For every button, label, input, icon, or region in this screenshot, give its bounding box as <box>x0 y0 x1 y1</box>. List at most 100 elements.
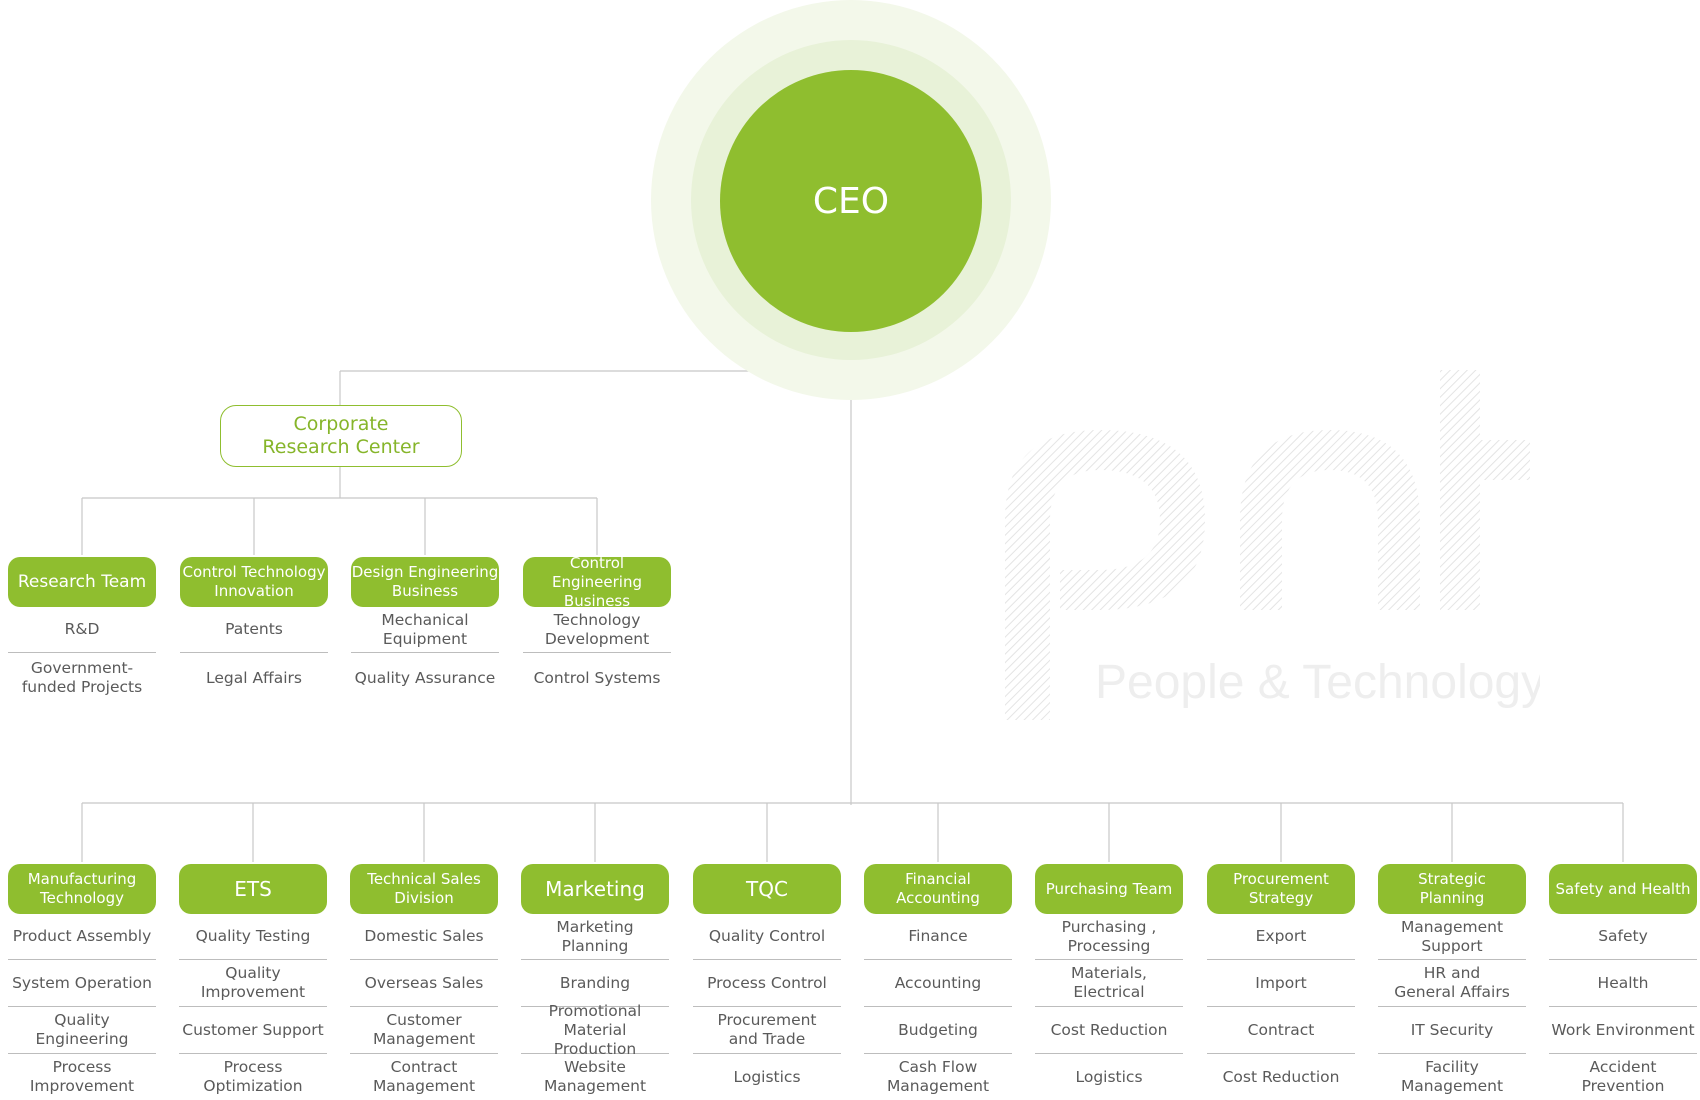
dept-item: Work Environment <box>1549 1007 1697 1054</box>
item-text: Procurement and Trade <box>717 1011 817 1048</box>
dept-header: Financial Accounting <box>864 864 1012 914</box>
item-text: Safety <box>1598 927 1648 945</box>
dept-item: Quality Control <box>693 914 841 960</box>
research-center-label: Corporate Research Center <box>262 413 420 458</box>
dept-item: Health <box>1549 960 1697 1007</box>
item-text: Health <box>1597 973 1649 992</box>
design-engineering-header: Design Engineering Business <box>351 557 499 607</box>
item-text: Customer Management <box>372 1011 476 1048</box>
dept-item: Facility Management <box>1378 1054 1526 1100</box>
item-text: HR and General Affairs <box>1394 964 1510 1001</box>
dept-header: Safety and Health <box>1549 864 1697 914</box>
dept-name: Marketing <box>545 876 645 901</box>
item-text: Cost Reduction <box>1050 1020 1168 1039</box>
dept-item: HR and General Affairs <box>1378 960 1526 1007</box>
team-item: Patents <box>180 607 328 653</box>
control-engineering-header: Control Engineering Business <box>523 554 671 610</box>
dept-name: ETS <box>234 876 272 901</box>
dept-item: Cost Reduction <box>1207 1054 1355 1100</box>
dept-item: Website Management <box>521 1054 669 1100</box>
dept-item: Materials, Electrical <box>1035 960 1183 1007</box>
item-text: Technology Development <box>544 610 650 648</box>
dept-header: Marketing <box>521 864 669 914</box>
dept-name: Procurement Strategy <box>1233 870 1329 907</box>
dept-item: Process Control <box>693 960 841 1007</box>
dept-item: Process Optimization <box>179 1054 327 1100</box>
item-text: Mechanical Equipment <box>381 610 469 648</box>
dept-name: Safety and Health <box>1555 879 1691 898</box>
item-text: Logistics <box>1075 1067 1143 1086</box>
item-text: Management Support <box>1400 917 1504 955</box>
dept-item: Contract <box>1207 1007 1355 1054</box>
item-text: Promotional Material Production <box>548 1001 642 1058</box>
item-text: Website Management <box>543 1058 647 1095</box>
design-engineering-col: Design Engineering Business Mechanical E… <box>351 557 499 703</box>
dept-item: Quality Improvement <box>179 960 327 1007</box>
dept-item: Export <box>1207 914 1355 960</box>
dept-col-procurement-strategy: Procurement Strategy Export Import Contr… <box>1207 864 1355 1100</box>
research-team-col: Research Team R&D Government- funded Pro… <box>8 557 156 703</box>
item-text: System Operation <box>12 973 152 992</box>
item-text: Facility Management <box>1400 1058 1504 1095</box>
item-text: Cost Reduction <box>1222 1067 1340 1086</box>
dept-item: Procurement and Trade <box>693 1007 841 1054</box>
dept-item: Accident Prevention <box>1549 1054 1697 1100</box>
dept-col-strategic-planning: Strategic Planning Management Support HR… <box>1378 864 1526 1100</box>
item-text: Quality Testing <box>195 927 311 945</box>
dept-item: Product Assembly <box>8 914 156 960</box>
item-text: Materials, Electrical <box>1071 964 1147 1001</box>
item-text: Domestic Sales <box>364 927 484 945</box>
dept-header: TQC <box>693 864 841 914</box>
dept-item: Cost Reduction <box>1035 1007 1183 1054</box>
item-text: Quality Improvement <box>200 964 306 1001</box>
dept-item: Marketing Planning <box>521 914 669 960</box>
research-team-item: Government- funded Projects <box>8 653 156 703</box>
team-name: Design Engineering Business <box>351 563 499 600</box>
dept-item: IT Security <box>1378 1007 1526 1054</box>
item-text: Accounting <box>894 973 982 992</box>
research-team-name: Research Team <box>17 571 147 592</box>
dept-item: Promotional Material Production <box>521 1002 669 1058</box>
item-text: Budgeting <box>898 1020 978 1039</box>
dept-item: Quality Testing <box>179 914 327 960</box>
item-text: Process Control <box>707 973 827 992</box>
dept-col-ets: ETS Quality Testing Quality Improvement … <box>179 864 327 1100</box>
team-item: Legal Affairs <box>180 653 328 703</box>
dept-name: Financial Accounting <box>896 870 980 907</box>
item-text: Government- funded Projects <box>21 659 143 696</box>
item-text: Overseas Sales <box>364 973 484 992</box>
dept-item: Overseas Sales <box>350 960 498 1007</box>
ceo-label: CEO <box>812 180 890 222</box>
item-text: Quality Control <box>708 927 826 945</box>
dept-col-manufacturing: Manufacturing Technology Product Assembl… <box>8 864 156 1100</box>
dept-col-technical-sales: Technical Sales Division Domestic Sales … <box>350 864 498 1100</box>
dept-header: Technical Sales Division <box>350 864 498 914</box>
dept-col-safety-health: Safety and Health Safety Health Work Env… <box>1549 864 1697 1100</box>
dept-col-tqc: TQC Quality Control Process Control Proc… <box>693 864 841 1100</box>
pnt-watermark: People & Technology <box>1005 370 1540 720</box>
dept-item: Process Improvement <box>8 1054 156 1100</box>
dept-header: Purchasing Team <box>1035 864 1183 914</box>
item-text: R&D <box>64 620 100 638</box>
item-text: Product Assembly <box>12 927 152 945</box>
item-text: Work Environment <box>1551 1020 1695 1039</box>
item-text: Accident Prevention <box>1581 1058 1665 1095</box>
item-text: Patents <box>225 620 283 638</box>
dept-item: Management Support <box>1378 914 1526 960</box>
dept-item: Branding <box>521 960 669 1007</box>
dept-name: Strategic Planning <box>1418 870 1486 907</box>
dept-header: Manufacturing Technology <box>8 864 156 914</box>
ceo-node: CEO <box>720 70 982 332</box>
dept-col-marketing: Marketing Marketing Planning Branding Pr… <box>521 864 669 1100</box>
dept-col-purchasing: Purchasing Team Purchasing , Processing … <box>1035 864 1183 1100</box>
dept-item: Import <box>1207 960 1355 1007</box>
dept-item: Accounting <box>864 960 1012 1007</box>
dept-item: Safety <box>1549 914 1697 960</box>
item-text: Process Improvement <box>29 1058 135 1095</box>
team-item: Quality Assurance <box>351 653 499 703</box>
team-item: Mechanical Equipment <box>351 607 499 653</box>
dept-name: TQC <box>746 876 788 901</box>
dept-item: Customer Management <box>350 1007 498 1054</box>
item-text: Quality Assurance <box>354 668 496 687</box>
item-text: Legal Affairs <box>205 668 302 687</box>
